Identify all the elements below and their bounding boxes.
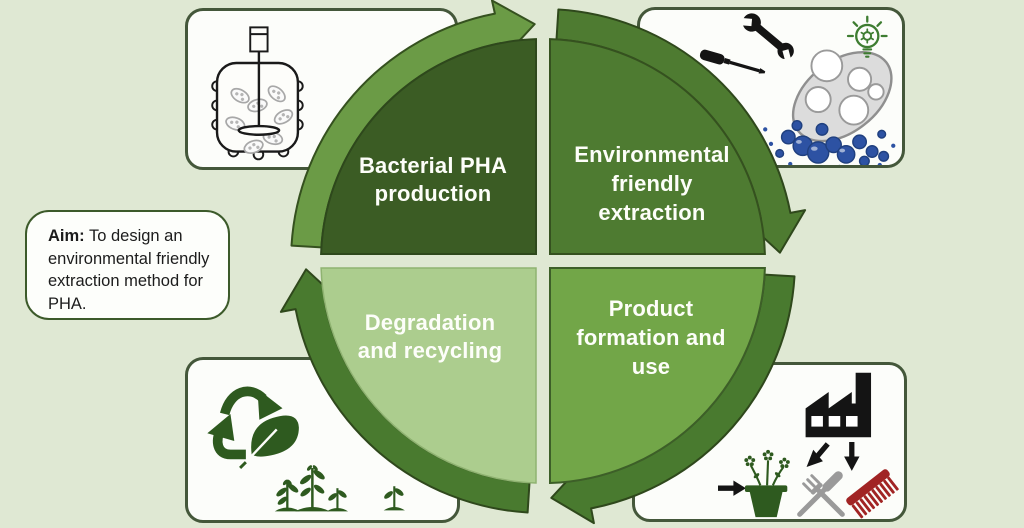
quadrant-bacterial-pha-production: [320, 38, 537, 255]
quadrant-environmental-friendly-extraction: [549, 38, 766, 255]
bacterial-cell-icon: [791, 49, 893, 143]
quadrant-product-formation-and-use: [549, 267, 766, 485]
output-arrow-down-left-icon: [806, 442, 830, 468]
impeller: [237, 124, 281, 136]
comb-icon: [846, 469, 899, 519]
wrench-icon: [736, 13, 794, 65]
bioreactor-icon: [211, 26, 304, 161]
step-label-degradation-and-recycling: Degradation and recycling: [357, 310, 503, 363]
aim-box: Aim: To design an environmental friendly…: [25, 210, 230, 320]
seedlings-icon: [274, 465, 405, 512]
idea-bulb-icon: [846, 15, 888, 58]
pha-granules-icon: [763, 119, 896, 165]
aim-text: To design an environmental friendly extr…: [48, 227, 210, 313]
output-arrow-down-icon: [844, 442, 860, 471]
aim-prefix: Aim:: [48, 227, 85, 245]
output-arrow-right-icon: [718, 480, 746, 496]
quadrant-degradation-and-recycling: [320, 267, 537, 484]
screwdriver-icon: [699, 49, 766, 74]
recycling-leaf-icon: [207, 386, 299, 469]
step-label-bacterial-pha-production: Bacterial PHA production: [358, 153, 508, 206]
flower-pot-icon: [744, 449, 790, 518]
factory-icon: [805, 372, 872, 438]
step-label-product-formation-and-use: Product formation and use: [576, 296, 726, 379]
step-label-environmental-friendly-extraction: Environmental friendly extraction: [574, 142, 730, 225]
cutlery-icon: [797, 471, 845, 517]
